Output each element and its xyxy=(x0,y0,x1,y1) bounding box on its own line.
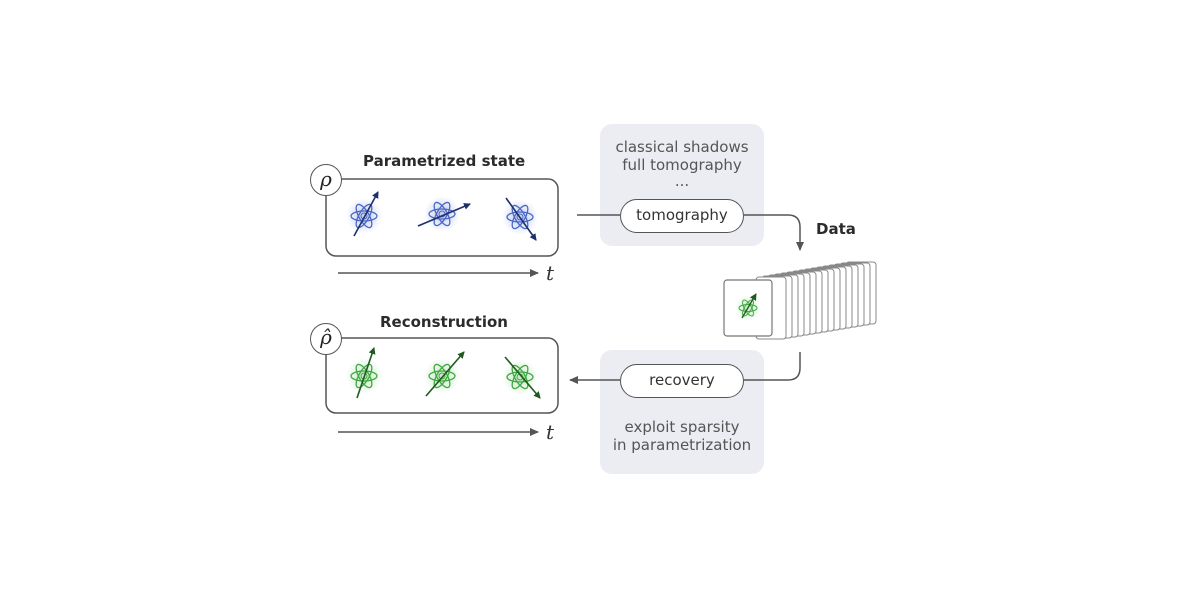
spin-arrow-icon xyxy=(505,197,537,241)
time-label-top: t xyxy=(546,261,555,285)
tomography-pill: tomography xyxy=(620,199,744,233)
atom-icon xyxy=(502,197,538,241)
parametrized-state-box xyxy=(325,178,559,257)
spin-arrow-icon xyxy=(353,191,379,237)
tomography-method-2: full tomography xyxy=(622,156,742,174)
atom-icon xyxy=(417,196,471,232)
recovery-note-1: exploit sparsity xyxy=(624,418,740,436)
time-label-bottom: t xyxy=(546,420,555,444)
data-label: Data xyxy=(816,220,856,238)
rho-hat-symbol: ρ̂ xyxy=(310,323,342,355)
connector-tomography-to-data xyxy=(744,214,804,251)
reconstruction-title: Reconstruction xyxy=(380,313,508,331)
tomography-method-more: ... xyxy=(674,172,690,190)
parametrized-state-title: Parametrized state xyxy=(363,152,526,170)
recovery-note-2: in parametrization xyxy=(612,436,752,454)
recovery-pill: recovery xyxy=(620,364,744,398)
spin-arrow-icon xyxy=(356,347,376,399)
atom-icon xyxy=(346,347,382,399)
spin-arrow-icon xyxy=(504,356,541,399)
reconstruction-box xyxy=(325,337,559,414)
rho-symbol: ρ xyxy=(310,164,342,196)
data-stack-icon xyxy=(723,261,877,340)
tomography-method-1: classical shadows xyxy=(615,138,749,156)
atom-icon xyxy=(502,356,541,399)
atom-icon xyxy=(424,351,465,397)
spin-arrow-icon xyxy=(425,351,465,397)
spin-arrow-icon xyxy=(417,203,471,227)
connector-data-to-recovery xyxy=(744,352,801,381)
atom-icon xyxy=(346,191,382,237)
